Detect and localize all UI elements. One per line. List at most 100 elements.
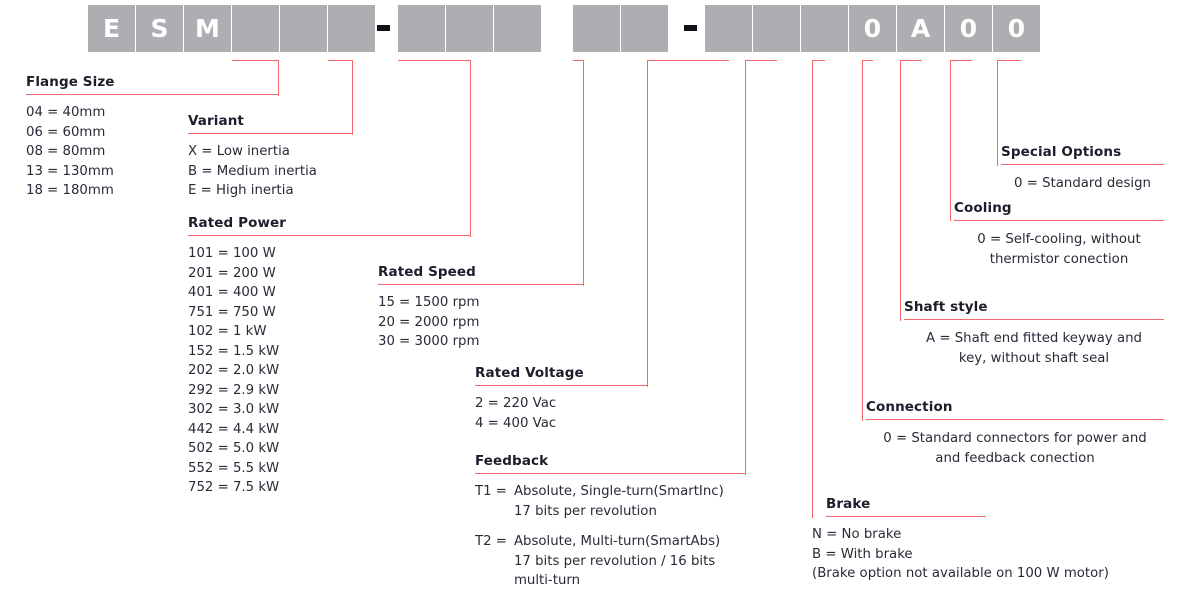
pn-box-14 <box>801 5 848 52</box>
leader-feedback-top <box>745 60 777 61</box>
pn-box-15: 0 <box>849 5 896 52</box>
list-item: N = No brake <box>812 527 902 542</box>
rated-power-title: Rated Power <box>188 215 287 231</box>
connection-title: Connection <box>866 399 953 415</box>
cooling-line-1: 0 = Self-cooling, without <box>977 232 1141 247</box>
feedback-t1-line1: Absolute, Single-turn(SmartInc) <box>513 484 724 499</box>
list-item: T1 = Absolute, Single-turn(SmartInc) 17 … <box>475 482 745 521</box>
list-item: 4 = 400 Vac <box>475 415 557 431</box>
rated-speed-title: Rated Speed <box>378 264 476 280</box>
list-item: 292 = 2.9 kW <box>188 382 280 398</box>
pn-box-13 <box>753 5 800 52</box>
leader-special-drop <box>997 60 998 166</box>
list-item: 102 = 1 kW <box>188 324 267 339</box>
pn-box-2: S <box>136 5 183 52</box>
special-options-title: Special Options <box>1001 144 1122 160</box>
rated-speed-rule <box>378 284 583 285</box>
special-options-line-1: 0 = Standard design <box>1014 176 1151 191</box>
pn-box-12 <box>705 5 752 52</box>
leader-flange-drop <box>278 60 279 96</box>
rated-power-rows: 101 = 100 W 201 = 200 W 401 = 400 W 751 … <box>188 244 470 498</box>
flange-size-rows: 04 = 40mm 06 = 60mm 08 = 80mm 13 = 130mm… <box>26 103 278 201</box>
pn-box-8 <box>446 5 493 52</box>
pn-box-16: A <box>897 5 944 52</box>
list-item: 552 = 5.5 kW <box>188 460 280 476</box>
shaft-style-rows: A = Shaft end fitted keyway and key, wit… <box>904 329 1164 368</box>
list-item: 20 = 2000 rpm <box>378 314 480 330</box>
list-item: 04 = 40mm <box>26 105 106 120</box>
block-feedback: Feedback T1 = Absolute, Single-turn(Smar… <box>475 453 745 591</box>
leader-brake-top <box>812 60 825 61</box>
block-rated-speed: Rated Speed 15 = 1500 rpm 20 = 2000 rpm … <box>378 264 583 352</box>
rated-voltage-title: Rated Voltage <box>475 365 584 381</box>
feedback-t2-line1: Absolute, Multi-turn(SmartAbs) <box>513 534 721 549</box>
block-connection: Connection 0 = Standard connectors for p… <box>866 399 1164 468</box>
block-flange-size: Flange Size 04 = 40mm 06 = 60mm 08 = 80m… <box>26 74 278 201</box>
shaft-style-title: Shaft style <box>904 299 988 315</box>
pn-box-5 <box>280 5 327 52</box>
leader-variant-drop <box>352 60 353 135</box>
leader-special-top <box>997 60 1021 61</box>
block-rated-voltage: Rated Voltage 2 = 220 Vac 4 = 400 Vac <box>475 365 647 433</box>
block-brake: Brake <box>826 496 986 517</box>
connection-line-2: and feedback conection <box>935 450 1095 466</box>
feedback-key-t1: T1 = <box>475 484 507 499</box>
shaft-style-line-1: A = Shaft end fitted keyway and <box>926 331 1142 346</box>
pn-box-7 <box>398 5 445 52</box>
leader-feedback-drop <box>745 60 746 475</box>
shaft-style-line-2: key, without shaft seal <box>958 350 1110 366</box>
leader-cooling-top <box>950 60 972 61</box>
rated-speed-rows: 15 = 1500 rpm 20 = 2000 rpm 30 = 3000 rp… <box>378 293 583 352</box>
shaft-style-rule <box>904 319 1164 320</box>
list-item: 201 = 200 W <box>188 265 276 281</box>
list-item: 202 = 2.0 kW <box>188 363 280 378</box>
list-item: 15 = 1500 rpm <box>378 295 480 310</box>
list-item: T2 = Absolute, Multi-turn(SmartAbs) 17 b… <box>475 532 745 591</box>
feedback-value-t2: Absolute, Multi-turn(SmartAbs) 17 bits p… <box>514 532 745 591</box>
block-rated-power: Rated Power 101 = 100 W 201 = 200 W 401 … <box>188 215 470 498</box>
leader-connection-top <box>862 60 873 61</box>
cooling-rows: 0 = Self-cooling, without thermistor con… <box>954 230 1164 269</box>
variant-rule <box>188 133 352 134</box>
feedback-rule <box>475 473 745 474</box>
list-item: 442 = 4.4 kW <box>188 421 280 437</box>
list-item: B = Medium inertia <box>188 163 317 179</box>
list-item: 30 = 3000 rpm <box>378 334 480 349</box>
list-item: (Brake option not available on 100 W mot… <box>812 566 1109 581</box>
feedback-rows: T1 = Absolute, Single-turn(SmartInc) 17 … <box>475 482 745 591</box>
pn-box-3: M <box>184 5 231 52</box>
block-special-options: Special Options 0 = Standard design <box>1001 144 1164 194</box>
leader-voltage-top <box>647 60 729 61</box>
leader-voltage-drop <box>647 60 648 387</box>
list-item: 401 = 400 W <box>188 285 276 300</box>
list-item: 18 = 180mm <box>26 183 114 198</box>
variant-title: Variant <box>188 113 244 129</box>
block-shaft-style: Shaft style A = Shaft end fitted keyway … <box>904 299 1164 368</box>
list-item: 302 = 3.0 kW <box>188 402 280 417</box>
pn-box-4 <box>232 5 279 52</box>
feedback-t1-line2: 17 bits per revolution <box>513 503 657 519</box>
list-item: 13 = 130mm <box>26 163 114 179</box>
connection-rule <box>866 419 1164 420</box>
variant-rows: X = Low inertia B = Medium inertia E = H… <box>188 142 352 201</box>
list-item: 752 = 7.5 kW <box>188 480 280 495</box>
leader-brake-drop <box>812 60 813 518</box>
pn-box-18: 0 <box>993 5 1040 52</box>
list-item: 502 = 5.0 kW <box>188 441 280 456</box>
brake-rule <box>826 516 986 517</box>
list-item: 06 = 60mm <box>26 124 106 140</box>
list-item: B = With brake <box>812 546 913 562</box>
special-options-rows: 0 = Standard design <box>1001 174 1164 194</box>
leader-variant-top <box>328 60 352 61</box>
pn-box-11 <box>621 5 668 52</box>
leader-shaft-drop <box>900 60 901 321</box>
spacer <box>475 521 745 532</box>
pn-box-6 <box>328 5 375 52</box>
connection-rows: 0 = Standard connectors for power and an… <box>866 429 1164 468</box>
rated-power-rule <box>188 235 470 236</box>
connection-line-1: 0 = Standard connectors for power and <box>883 431 1147 446</box>
feedback-title: Feedback <box>475 453 549 469</box>
pn-box-10 <box>573 5 620 52</box>
feedback-t2-line3: multi-turn <box>513 573 581 588</box>
cooling-line-2: thermistor conection <box>989 251 1129 267</box>
